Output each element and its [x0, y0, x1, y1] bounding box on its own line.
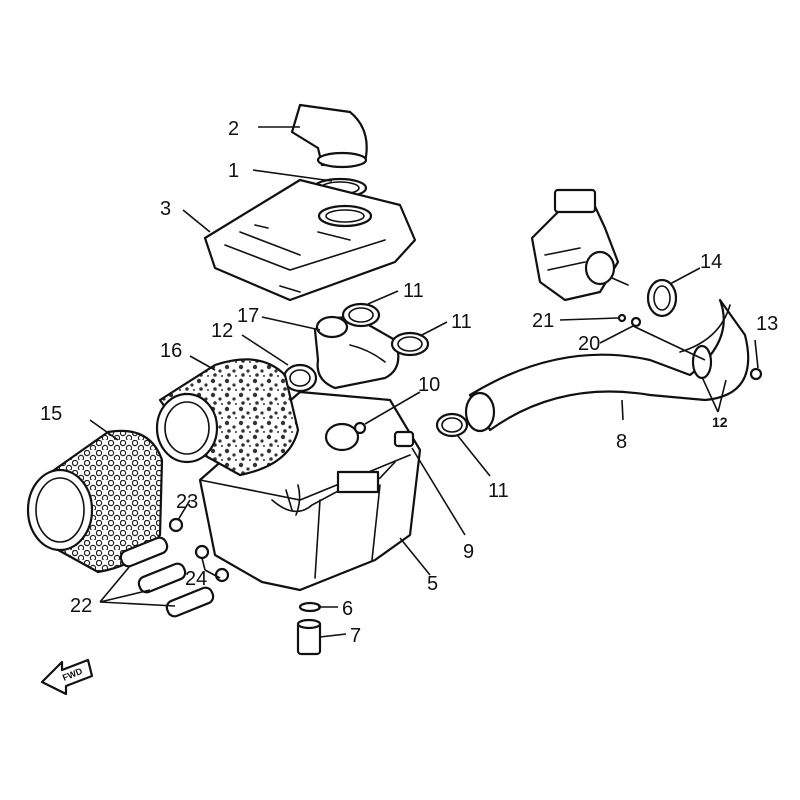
- part-14-clamp: [646, 278, 678, 318]
- part-6-drain-plug: [298, 601, 322, 613]
- callout-14: 14: [700, 251, 722, 273]
- callout-5: 5: [427, 573, 438, 595]
- part-12-clamp-right: [691, 344, 713, 380]
- part-22-rubber-strap-top: [119, 536, 169, 568]
- part-11-hose-clamp-middle: [390, 331, 430, 357]
- callout-8: 8: [616, 431, 627, 453]
- part-2-elbow-duct: [290, 103, 368, 169]
- callout-15: 15: [40, 403, 62, 425]
- callout-9: 9: [463, 541, 474, 563]
- callout-22: 22: [70, 595, 92, 617]
- part-11-hose-clamp-upper: [341, 302, 381, 328]
- callout-11-lower: 11: [488, 480, 509, 502]
- callout-11-middle: 11: [451, 311, 472, 333]
- callout-13: 13: [756, 313, 778, 335]
- part-8-main-hose: [464, 298, 750, 433]
- part-22-rubber-strap-middle: [137, 562, 187, 594]
- callout-7: 7: [350, 625, 361, 647]
- part-7-drain-tube: [296, 618, 322, 656]
- part-10-bolt: [353, 421, 367, 435]
- callout-16: 16: [160, 340, 182, 362]
- callout-1: 1: [228, 160, 239, 182]
- callout-20: 20: [578, 333, 600, 355]
- leader-lines: [89, 126, 759, 638]
- callout-23: 23: [176, 491, 198, 513]
- callout-labels: 2 1 3 11 11 17 12 16 10 15 11 9 5 6 7 8 …: [40, 118, 778, 647]
- part-20-washer: [630, 316, 642, 328]
- forward-direction-arrow: FWD: [40, 658, 94, 696]
- part-21-screw: [617, 313, 627, 323]
- callout-24: 24: [185, 568, 207, 590]
- part-23-clip: [168, 517, 184, 533]
- callout-12-left: 12: [211, 320, 233, 342]
- part-3-airbox-cover: [203, 178, 417, 302]
- callout-17: 17: [237, 305, 259, 327]
- callout-21: 21: [532, 310, 554, 332]
- callout-2: 2: [228, 118, 239, 140]
- part-24-clip-upper: [194, 544, 210, 560]
- part-13-bolt: [749, 367, 763, 381]
- part-11-hose-clamp-lower: [435, 412, 469, 438]
- callout-11-upper: 11: [403, 280, 424, 302]
- callout-3: 3: [160, 198, 171, 220]
- part-17-intake-tube: [313, 315, 400, 390]
- carburetor: [530, 188, 629, 302]
- part-22-rubber-strap-bottom: [165, 586, 215, 618]
- callout-10: 10: [418, 374, 440, 396]
- callout-12-right: 12: [712, 414, 728, 430]
- part-16-foam-filter: [155, 358, 300, 477]
- callout-6: 6: [342, 598, 353, 620]
- part-24-clip-lower: [214, 567, 230, 583]
- part-15-mesh-element: [26, 429, 164, 574]
